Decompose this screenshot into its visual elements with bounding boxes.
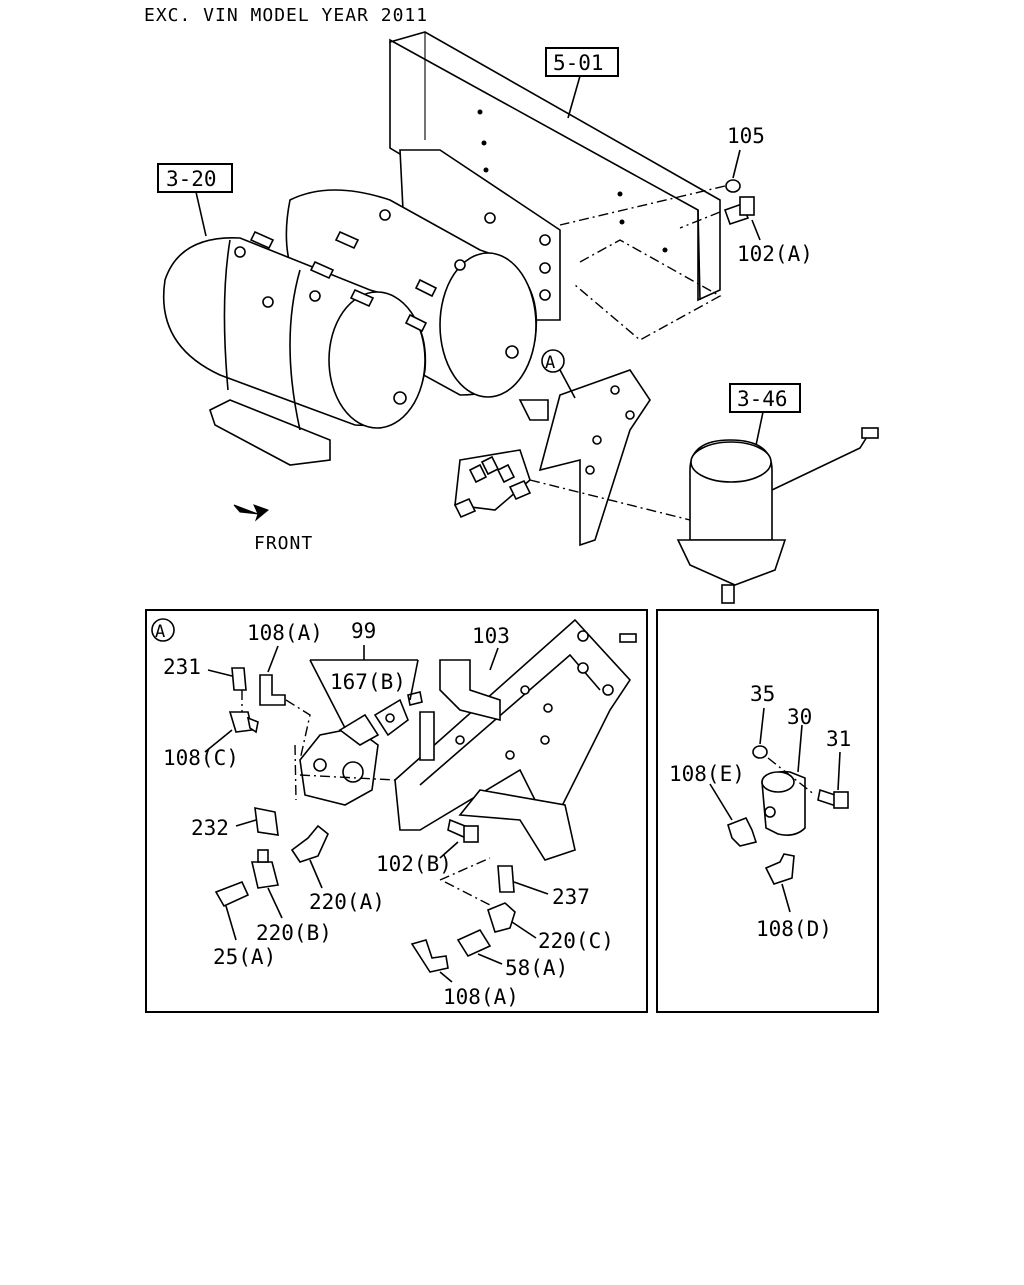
detail-a-frame [145, 609, 648, 1013]
leader-lines-valve [241, 690, 311, 761]
valve-bracket-103[interactable]: 103 [394, 618, 637, 861]
sensor-25a[interactable]: 25(A) [213, 880, 276, 969]
ref-5-01-label: 5-01 [553, 51, 604, 75]
label-35: 35 [750, 682, 775, 706]
label-231: 231 [163, 655, 201, 679]
protection-valve-99[interactable]: 99 [299, 619, 418, 806]
leader-lines-mount [294, 744, 396, 801]
detail-a-callout-marker[interactable]: A [541, 349, 576, 399]
detail-b-panel: 35 30 31 108(E) 108(D) [656, 609, 879, 1013]
label-232: 232 [191, 816, 229, 840]
valve-bracket-assembly[interactable] [453, 369, 691, 547]
air-dryer [676, 427, 879, 604]
label-108e: 108(E) [669, 762, 745, 786]
fitting-237[interactable]: 237 [497, 865, 590, 909]
leader-line-bracket [574, 239, 722, 341]
label-108d: 108(D) [756, 917, 832, 941]
label-25a: 25(A) [213, 945, 276, 969]
frame-rail [389, 31, 721, 302]
fitting-58a[interactable]: 58(A) [456, 928, 568, 980]
label-108a-bottom: 108(A) [443, 985, 519, 1009]
frame-ref-5-01[interactable]: 5-01 [545, 47, 619, 119]
detail-a-marker-main: A [545, 353, 555, 373]
tank-fittings [249, 230, 438, 333]
bolt-102b[interactable]: 102(B) [376, 818, 479, 876]
ref-3-46-label: 3-46 [737, 387, 788, 411]
label-108a-top: 108(A) [247, 621, 323, 645]
fitting-231[interactable]: 231 [163, 655, 247, 691]
elbow-108e[interactable]: 108(E) [669, 762, 758, 847]
detail-a-panel: A 103 99 [145, 609, 648, 1013]
washer-35[interactable]: 35 [750, 682, 775, 759]
elbow-108a-top[interactable]: 108(A) [247, 621, 323, 706]
label-105: 105 [727, 124, 765, 148]
label-220b: 220(B) [256, 921, 332, 945]
leader-line-bolt-31 [767, 757, 816, 796]
label-99: 99 [351, 619, 376, 643]
bolt-102a[interactable]: 102(A) [723, 196, 813, 266]
label-108c: 108(C) [163, 746, 239, 770]
detail-a-marker: A [155, 622, 165, 642]
bolt-31[interactable]: 31 [817, 727, 851, 809]
label-167b: 167(B) [330, 670, 406, 694]
tee-220b[interactable]: 220(B) [250, 849, 332, 945]
leader-lines-fittings [439, 857, 491, 906]
label-31: 31 [826, 727, 851, 751]
tee-108c[interactable]: 108(C) [163, 711, 259, 770]
tanks-ref-3-20[interactable]: 3-20 [157, 163, 233, 237]
label-102b: 102(B) [376, 852, 452, 876]
bracket-plate-167b[interactable]: 167(B) [330, 659, 423, 737]
valve-body-30[interactable]: 30 [761, 705, 812, 836]
label-102a: 102(A) [737, 242, 813, 266]
elbow-220a[interactable]: 220(A) [290, 824, 385, 914]
front-direction-indicator: FRONT [233, 504, 313, 554]
ref-3-20-label: 3-20 [166, 167, 217, 191]
elbow-220c[interactable]: 220(C) [487, 902, 614, 953]
leader-line-bolts [559, 185, 726, 229]
air-tank-front [162, 237, 427, 431]
label-58a: 58(A) [505, 956, 568, 980]
detail-b-frame [656, 609, 879, 1013]
air-dryer-ref-3-46[interactable]: 3-46 [729, 383, 801, 451]
label-220c: 220(C) [538, 929, 614, 953]
label-237: 237 [552, 885, 590, 909]
elbow-108d[interactable]: 108(D) [756, 853, 832, 941]
label-220a: 220(A) [309, 890, 385, 914]
front-label: FRONT [254, 533, 313, 554]
elbow-108a-bottom[interactable]: 108(A) [410, 939, 519, 1009]
nut-105[interactable]: 105 [725, 124, 765, 193]
label-30: 30 [787, 705, 812, 729]
label-103: 103 [472, 624, 510, 648]
header-note: EXC. VIN MODEL YEAR 2011 [144, 5, 428, 26]
fitting-232[interactable]: 232 [191, 806, 279, 840]
